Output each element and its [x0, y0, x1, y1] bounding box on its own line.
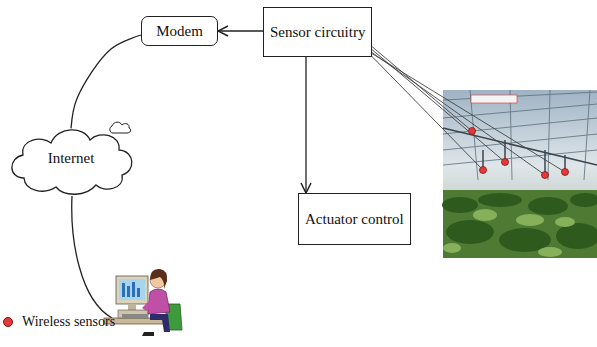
node-label: Internet — [48, 149, 95, 167]
greenhouse-photo — [442, 90, 597, 258]
connector — [71, 35, 141, 128]
sensor-circuitry-box: Sensor circuitry — [263, 7, 372, 57]
legend-label: Wireless sensors — [22, 314, 115, 330]
connector — [305, 57, 306, 193]
node-label: Sensor circuitry — [270, 23, 365, 41]
actuator-box: Actuator control — [298, 193, 411, 245]
legend-item: Wireless sensors — [3, 314, 115, 330]
node-label: Modem — [156, 22, 203, 40]
internet-link — [72, 196, 112, 318]
legend-swatch — [3, 317, 13, 327]
cloud-puff — [110, 122, 131, 133]
computer-user — [104, 269, 182, 336]
modem-box: Modem — [141, 16, 218, 46]
wireless-sensor-dots — [469, 128, 569, 179]
internet-cloud: Internet — [4, 118, 138, 198]
sensor-wires — [350, 28, 565, 175]
node-label: Actuator control — [305, 210, 404, 228]
connector — [218, 30, 263, 31]
